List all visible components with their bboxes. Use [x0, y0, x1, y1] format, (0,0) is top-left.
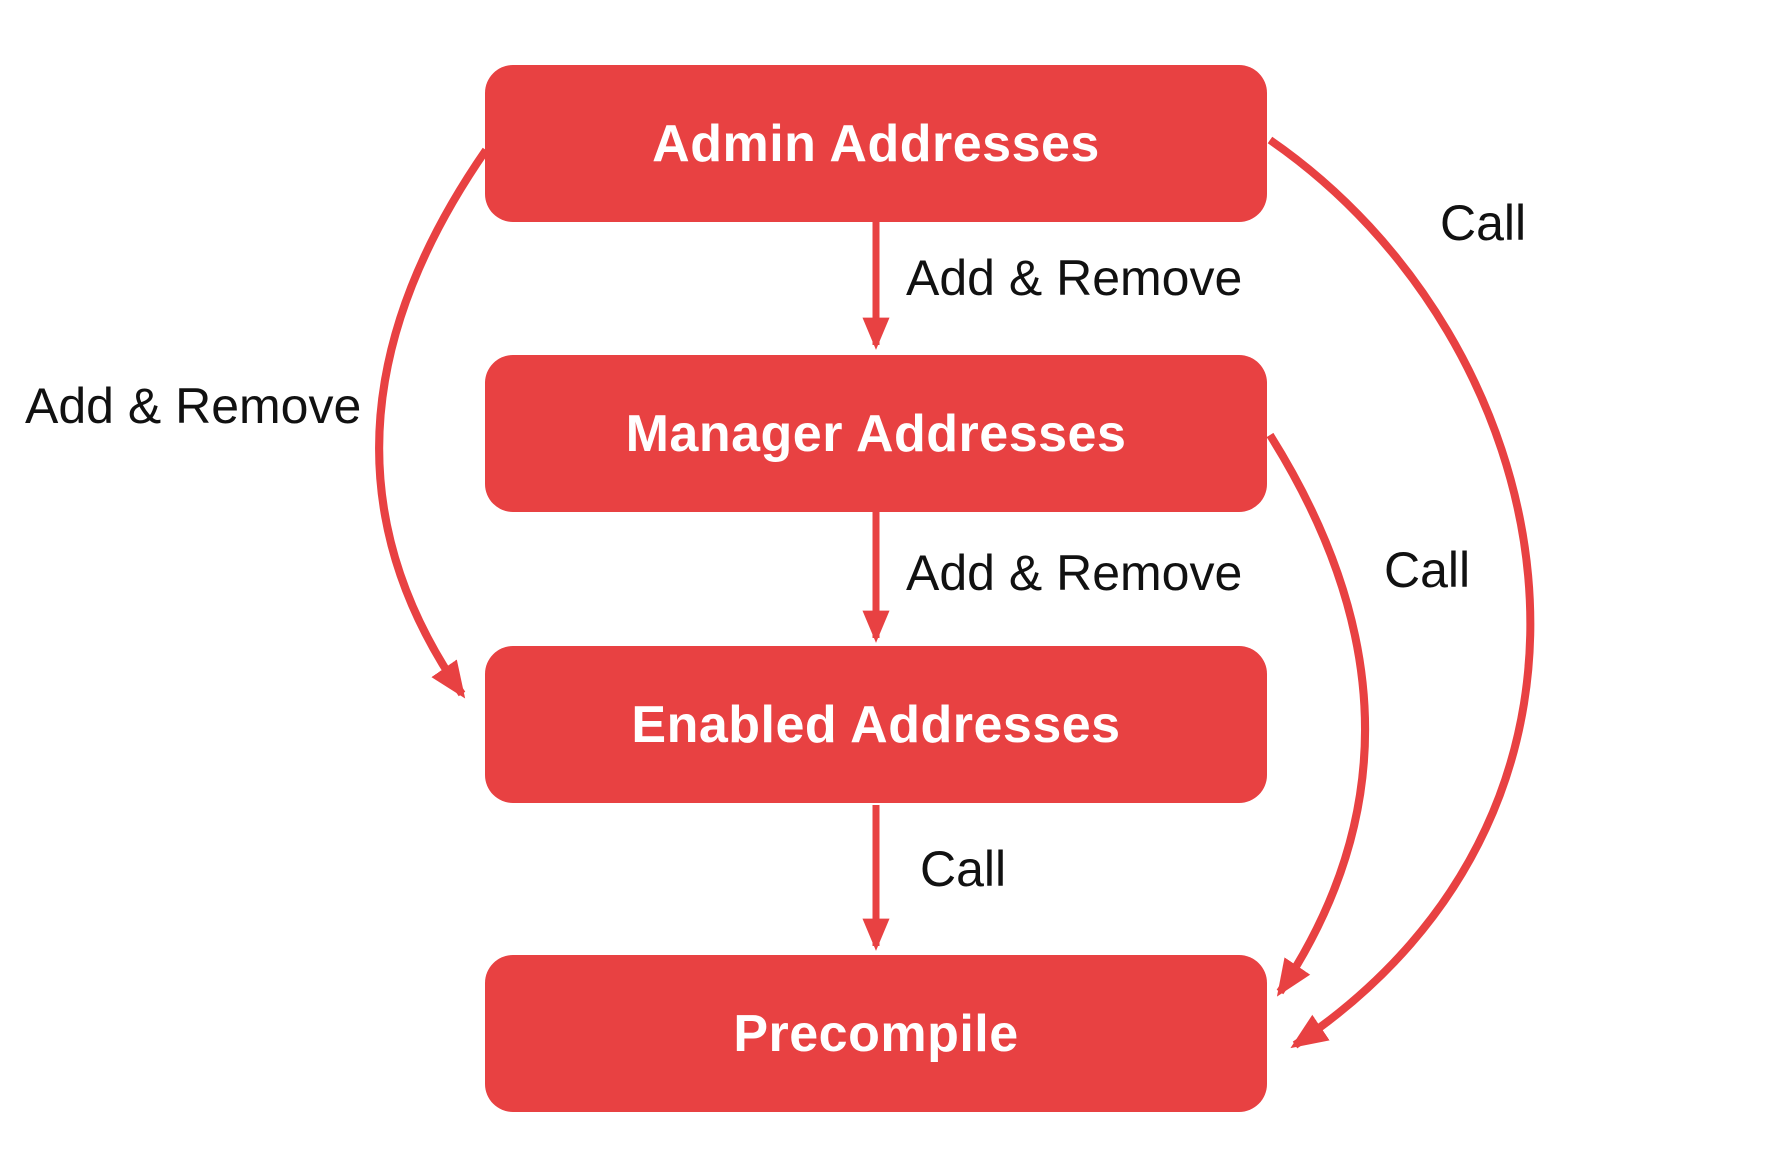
edge-label-admin-to-precompile: Call — [1440, 195, 1527, 251]
node-manager-addresses: Manager Addresses — [485, 355, 1267, 512]
edge-label-admin-to-enabled: Add & Remove — [25, 378, 362, 434]
node-admin-addresses: Admin Addresses — [485, 65, 1267, 222]
edge-label-enabled-to-precompile: Call — [920, 841, 1007, 897]
edge-admin-to-enabled-curve-arrow — [375, 147, 490, 699]
edge-manager-to-precompile-curve-arrow — [1266, 432, 1369, 997]
edge-admin-to-precompile-curve-arrow — [1267, 136, 1535, 1049]
node-manager-addresses-label: Manager Addresses — [625, 404, 1127, 463]
edge-label-admin-to-manager: Add & Remove — [906, 250, 1243, 306]
node-precompile: Precompile — [485, 955, 1267, 1112]
node-precompile-label: Precompile — [733, 1004, 1019, 1063]
edge-label-manager-to-enabled: Add & Remove — [906, 545, 1243, 601]
node-admin-addresses-label: Admin Addresses — [652, 114, 1100, 173]
edge-label-manager-to-precompile: Call — [1384, 542, 1471, 598]
node-enabled-addresses: Enabled Addresses — [485, 646, 1267, 803]
node-enabled-addresses-label: Enabled Addresses — [631, 695, 1121, 754]
